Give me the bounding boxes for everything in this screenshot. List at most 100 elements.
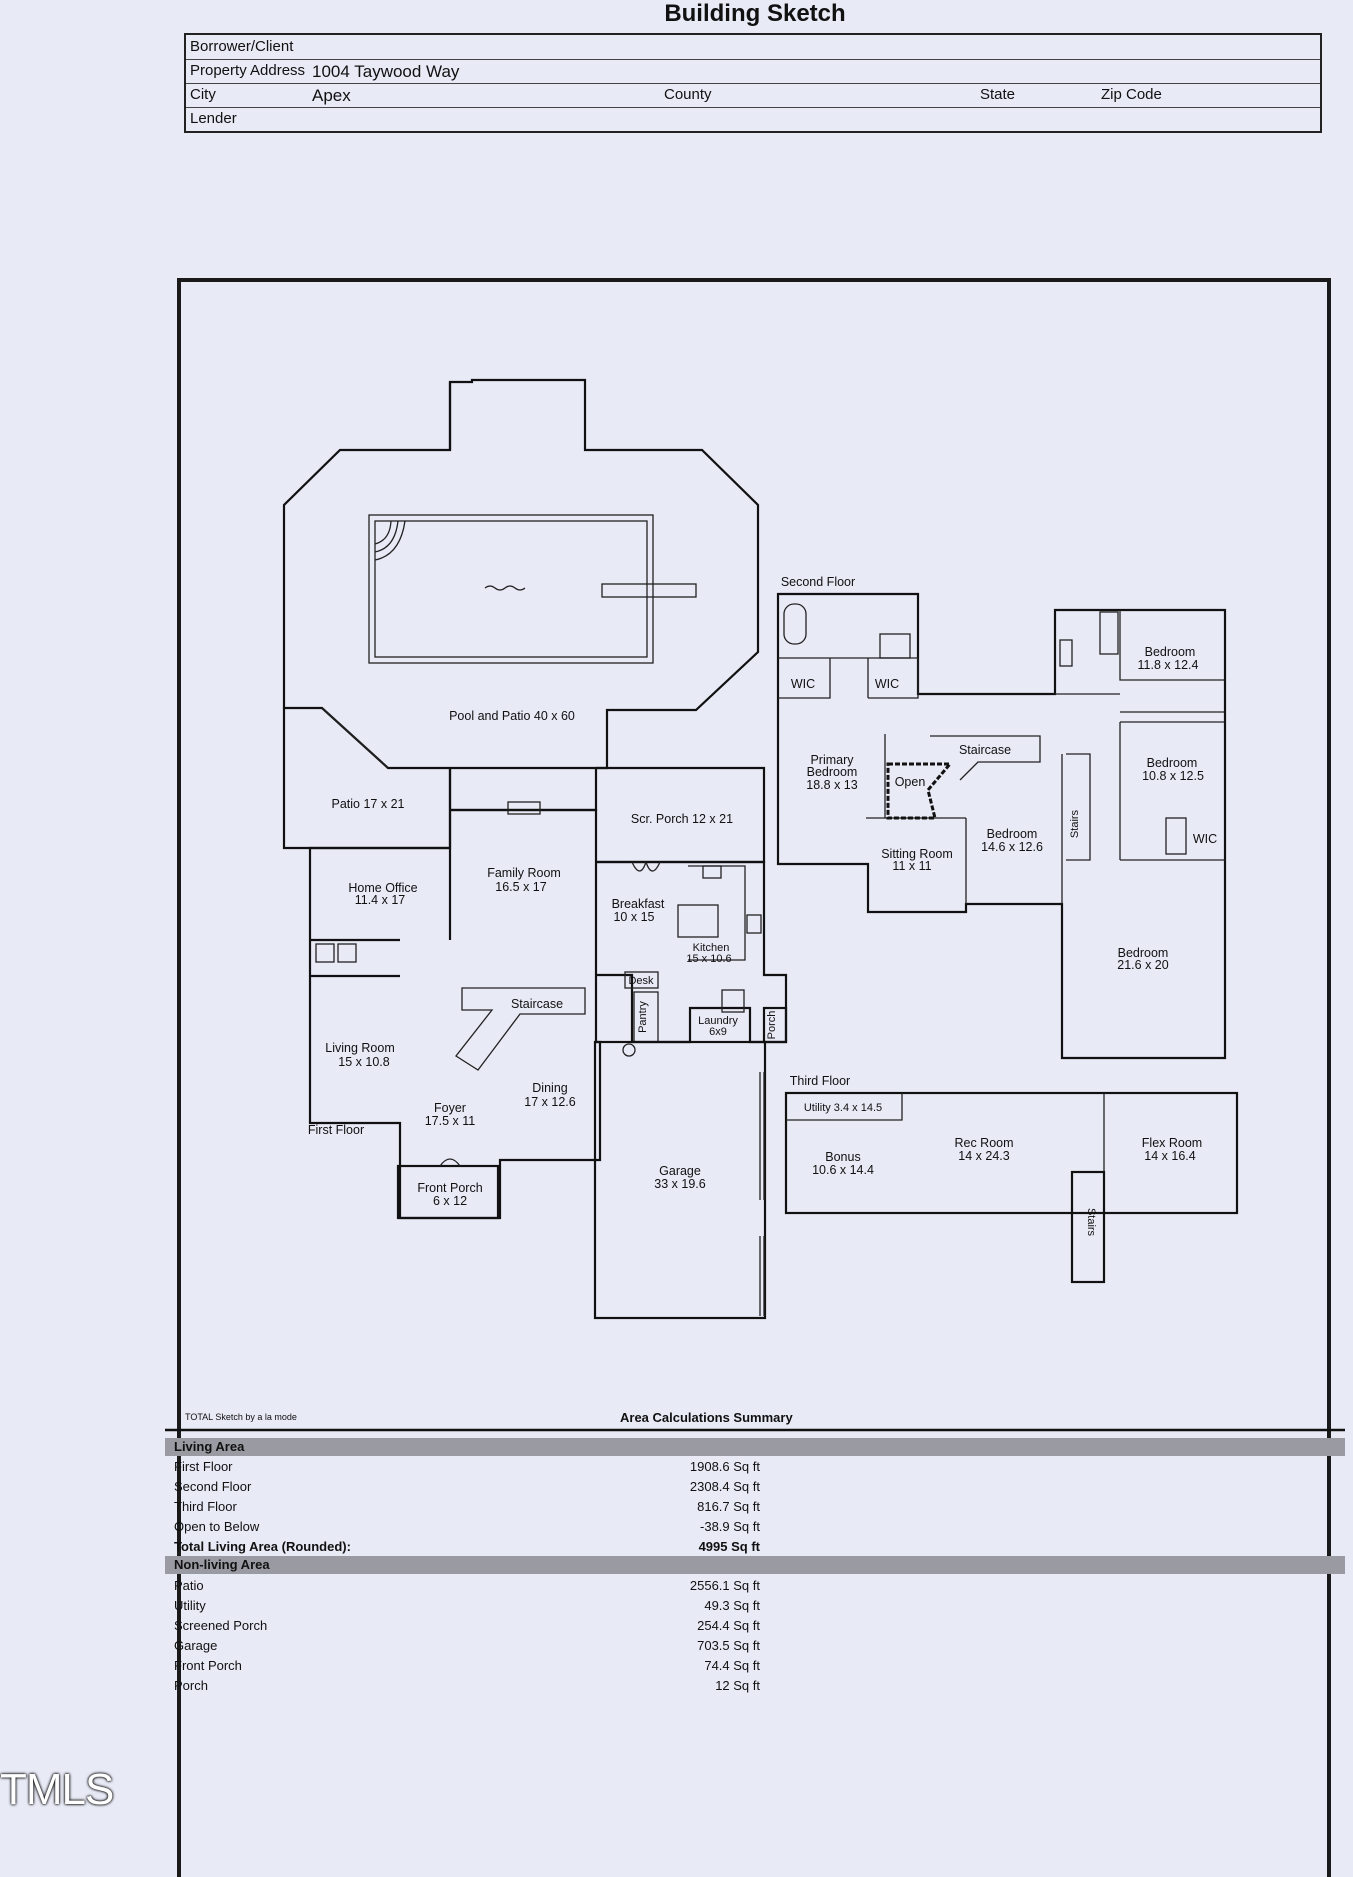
bonus-dim: 10.6 x 14.4: [812, 1163, 874, 1177]
breakfast-label: Breakfast: [612, 897, 665, 911]
living-walls: [310, 938, 400, 978]
address-value: 1004 Taywood Way: [312, 62, 460, 81]
nonliving-header: Non-living Area: [174, 1557, 270, 1572]
header-form: Borrower/Client Property Address 1004 Ta…: [184, 33, 1322, 133]
zip-label: Zip Code: [1101, 86, 1162, 103]
tub-icon-2: [1099, 611, 1119, 655]
sketch-frame: [177, 278, 1331, 1877]
laundry-dim: 6x9: [709, 1026, 727, 1038]
sinks-icon: [1059, 639, 1073, 667]
sitting-room-label: Sitting Room: [881, 847, 953, 861]
water-mark: [484, 585, 526, 591]
nonliving-header-bar: [165, 1556, 1345, 1574]
address-row: Property Address 1004 Taywood Way: [186, 59, 1320, 84]
stairs1-label: Stairs: [1069, 809, 1081, 838]
desk-label: Desk: [628, 975, 654, 987]
stove-icon: [746, 914, 762, 934]
borrower-row: Borrower/Client: [186, 35, 1320, 60]
laundry-label: Laundry: [698, 1015, 738, 1027]
garage-doors: [759, 1072, 765, 1316]
sum-label: Second Floor: [174, 1479, 252, 1494]
address-label: Property Address: [190, 62, 306, 79]
sitting-room-dim: 11 x 11: [892, 859, 931, 873]
living-header: Living Area: [174, 1439, 245, 1454]
sum-value: 74.4 Sq ft: [704, 1658, 760, 1673]
family-room-label: Family Room: [487, 866, 561, 880]
tub-icon: [783, 603, 807, 645]
sum-label: Patio: [174, 1578, 204, 1593]
staircase1-label: Staircase: [511, 997, 563, 1011]
bedroom-b-dim: 11.8 x 12.4: [1138, 658, 1199, 672]
bonus-label: Bonus: [825, 1150, 860, 1164]
pantry-label: Pantry: [637, 1001, 649, 1033]
pool-patio-outline: [282, 378, 760, 770]
rec-room-dim: 14 x 24.3: [958, 1149, 1009, 1163]
staircase2-shape: [930, 735, 1041, 781]
lender-label: Lender: [190, 110, 237, 127]
shower-icon: [879, 633, 911, 659]
second-floor-outline: [776, 592, 1227, 1060]
open-to-below: [886, 762, 954, 820]
city-label: City: [190, 86, 216, 103]
dining-dim: 17 x 12.6: [524, 1095, 575, 1109]
garage-label: Garage: [659, 1164, 701, 1178]
sink-icon: [702, 865, 722, 879]
fireplace: [507, 801, 541, 815]
kitchen-island: [677, 904, 719, 938]
sum-value: 49.3 Sq ft: [704, 1598, 760, 1613]
sum-label: Porch: [174, 1678, 208, 1693]
sum-value: 2308.4 Sq ft: [689, 1479, 760, 1494]
wic1-label: WIC: [791, 677, 815, 691]
sum-label: Front Porch: [174, 1658, 242, 1673]
staircase2-label: Staircase: [959, 743, 1011, 757]
porch-label: Porch: [766, 1011, 778, 1040]
staircase-shape: [455, 987, 586, 1071]
desk-box: [624, 971, 659, 989]
utility-label: Utility 3.4 x 14.5: [804, 1102, 882, 1114]
dining-label: Dining: [532, 1081, 567, 1095]
sum-value: 254.4 Sq ft: [697, 1618, 760, 1633]
wic3-label: WIC: [1193, 832, 1217, 846]
city-row: City Apex County State Zip Code: [186, 83, 1320, 108]
flex-room-dim: 14 x 16.4: [1144, 1149, 1195, 1163]
third-floor-outline: [784, 1091, 1239, 1215]
door-swing: [631, 861, 661, 872]
rec-room-label: Rec Room: [954, 1136, 1013, 1150]
borrower-label: Borrower/Client: [190, 38, 294, 55]
sum-value: 703.5 Sq ft: [697, 1638, 760, 1653]
front-porch-box: [396, 1164, 500, 1220]
sum-label: Third Floor: [174, 1499, 237, 1514]
pool-steps2: [374, 520, 399, 553]
primary-bedroom-label1: Primary: [810, 753, 854, 767]
county-label: County: [664, 86, 712, 103]
tub-icon-3: [1165, 817, 1187, 855]
open-label: Open: [895, 775, 926, 789]
bedroom-d-label: Bedroom: [1118, 946, 1169, 960]
closet-walls: [778, 657, 919, 699]
summary-title: Area Calculations Summary: [620, 1410, 793, 1425]
bedroom-a-dim: 14.6 x 12.6: [981, 840, 1043, 854]
pool: [368, 514, 654, 664]
watermark: TMLS: [0, 1765, 114, 1814]
living-room-label: Living Room: [325, 1041, 394, 1055]
third-floor-label: Third Floor: [790, 1074, 850, 1088]
home-office-label: Home Office: [348, 881, 417, 895]
foyer-dim: 17.5 x 11: [425, 1114, 476, 1128]
stairs2-box: [1070, 1170, 1106, 1284]
sum-value: 2556.1 Sq ft: [689, 1578, 760, 1593]
flex-room-label: Flex Room: [1142, 1136, 1202, 1150]
kitchen-label: Kitchen: [693, 942, 730, 954]
bedroom-a-label: Bedroom: [987, 827, 1038, 841]
sum-label: Open to Below: [174, 1519, 260, 1534]
sum-value: 12 Sq ft: [715, 1678, 760, 1693]
sum-value: 816.7 Sq ft: [697, 1499, 760, 1514]
lender-row: Lender: [186, 107, 1320, 131]
patio-diag: [321, 707, 389, 769]
total-label: Total Living Area (Rounded):: [174, 1539, 351, 1554]
sum-label: Screened Porch: [174, 1618, 268, 1633]
garage-box: [593, 1040, 767, 1320]
software-credit: TOTAL Sketch by a la mode: [185, 1412, 297, 1422]
sum-value: -38.9 Sq ft: [700, 1519, 760, 1534]
first-floor-label: First Floor: [308, 1123, 364, 1137]
